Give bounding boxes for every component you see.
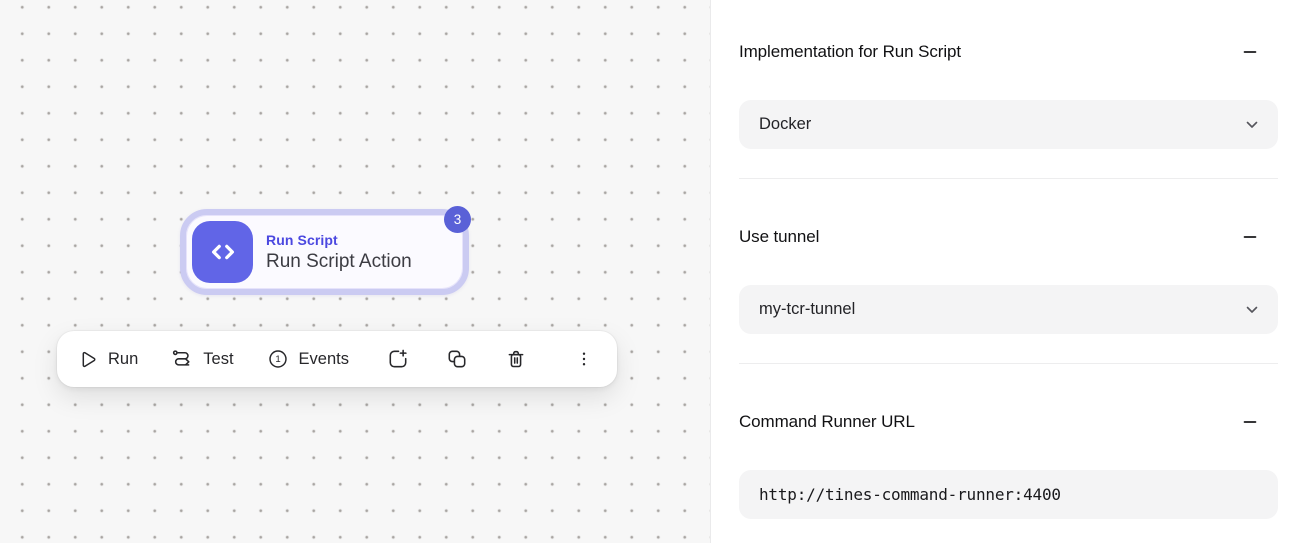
chevron-down-icon [1246, 115, 1258, 134]
workflow-canvas[interactable]: Run Script Run Script Action 3 Run [0, 0, 710, 543]
events-button[interactable]: 1 Events [265, 342, 351, 376]
add-to-story-icon [387, 348, 409, 370]
command-runner-url-value: http://tines-command-runner:4400 [759, 485, 1061, 504]
section-implementation: Implementation for Run Script Docker [739, 40, 1278, 179]
test-path-icon [171, 348, 193, 370]
section-use-tunnel: Use tunnel my-tcr-tunnel [739, 225, 1278, 364]
run-button[interactable]: Run [75, 343, 140, 376]
tunnel-select-value: my-tcr-tunnel [759, 300, 856, 318]
implementation-select-value: Docker [759, 115, 812, 133]
section-title: Implementation for Run Script [739, 42, 961, 61]
events-label: Events [298, 349, 349, 368]
properties-panel: Implementation for Run Script Docker Use… [710, 0, 1300, 543]
chevron-down-icon [1246, 300, 1258, 319]
section-title: Command Runner URL [739, 412, 915, 431]
events-count-icon: 1 [267, 348, 289, 370]
section-title: Use tunnel [739, 227, 820, 246]
node-text-block: Run Script Run Script Action [266, 232, 412, 273]
play-icon [77, 349, 98, 370]
node-name-label: Run Script Action [266, 250, 412, 272]
duplicate-button[interactable] [444, 342, 470, 376]
minus-icon[interactable] [1238, 410, 1262, 434]
node-action-toolbar: Run Test 1 [57, 331, 617, 387]
node-type-label: Run Script [266, 231, 338, 248]
implementation-select[interactable]: Docker [739, 100, 1278, 149]
more-options-button[interactable] [573, 343, 595, 375]
event-count-badge[interactable]: 3 [444, 206, 471, 233]
section-command-runner-url: Command Runner URL http://tines-command-… [739, 410, 1278, 519]
duplicate-icon [446, 348, 468, 370]
command-runner-url-input[interactable]: http://tines-command-runner:4400 [739, 470, 1278, 519]
section-divider [739, 178, 1278, 179]
code-icon [192, 221, 253, 283]
test-button[interactable]: Test [169, 342, 235, 376]
minus-icon[interactable] [1238, 225, 1262, 249]
run-label: Run [108, 349, 139, 368]
more-options-icon [575, 349, 593, 369]
section-divider [739, 363, 1278, 364]
svg-text:1: 1 [275, 354, 280, 365]
tunnel-select[interactable]: my-tcr-tunnel [739, 285, 1278, 334]
add-to-story-button[interactable] [385, 342, 411, 376]
minus-icon[interactable] [1238, 40, 1262, 64]
delete-icon [505, 348, 527, 370]
test-label: Test [203, 349, 234, 368]
delete-button[interactable] [503, 342, 529, 376]
action-node-run-script[interactable]: Run Script Run Script Action 3 [180, 206, 471, 295]
